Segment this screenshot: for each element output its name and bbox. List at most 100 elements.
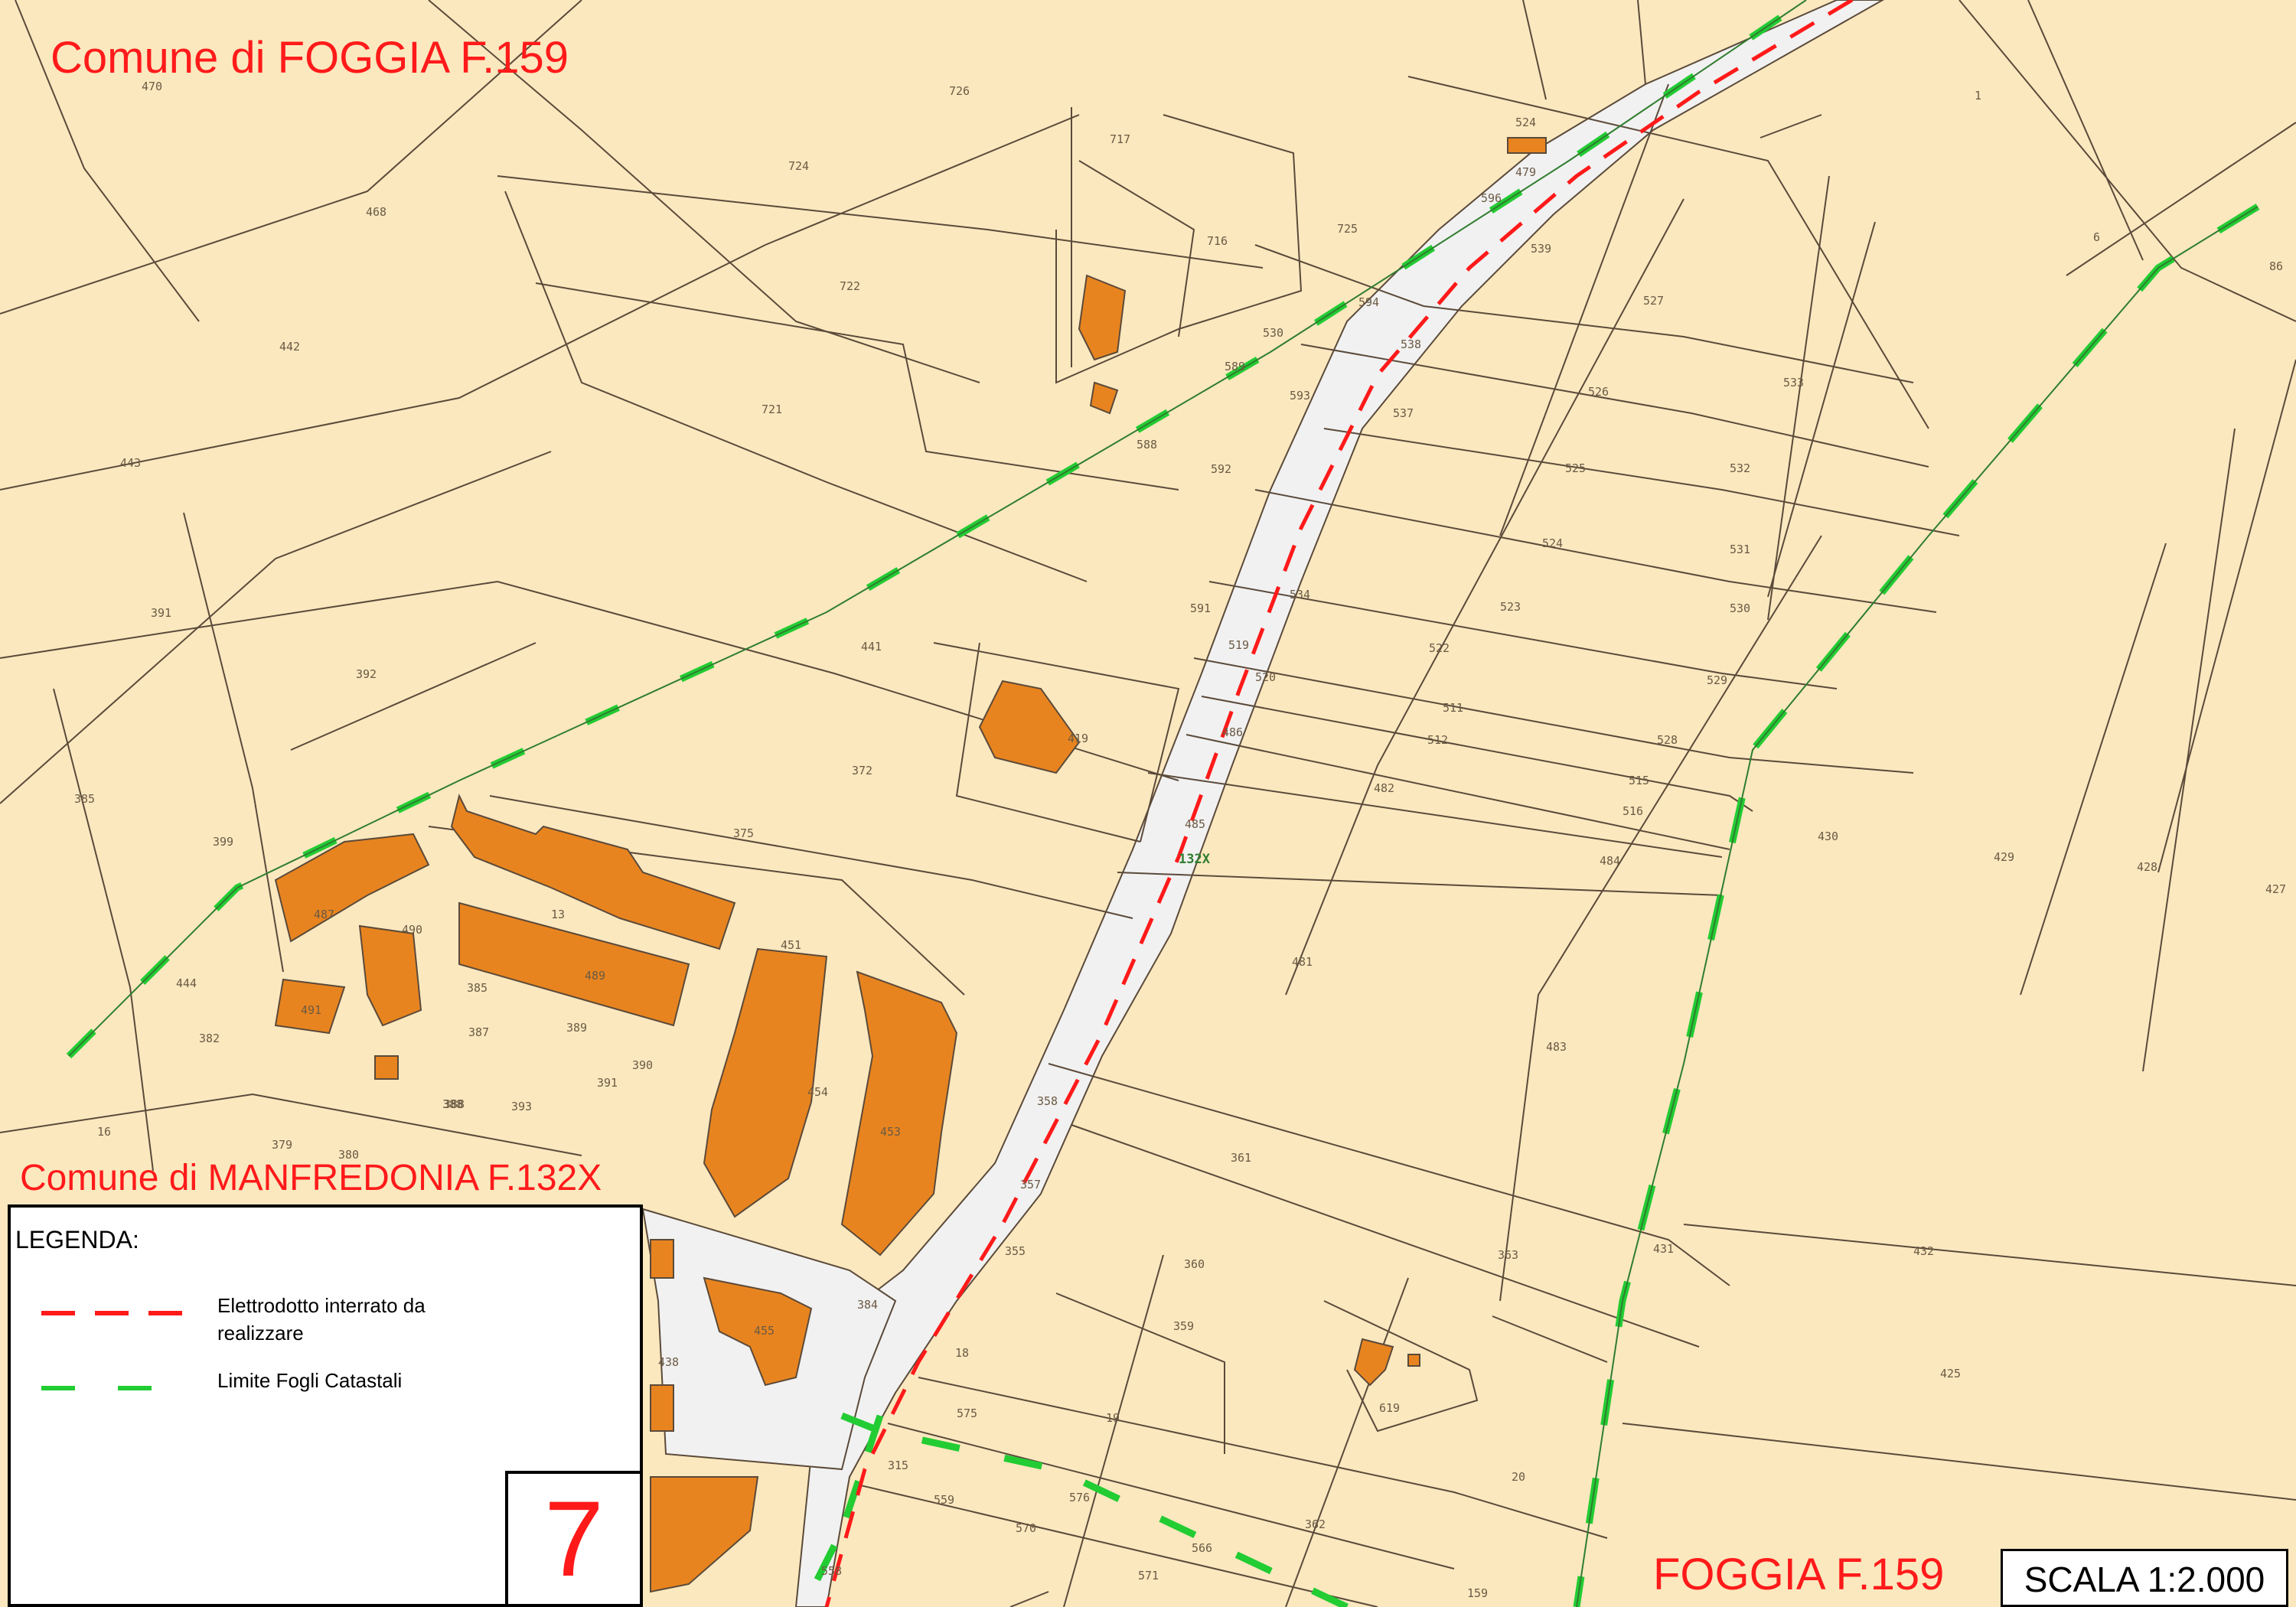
parcel-label: 524	[1515, 116, 1536, 129]
parcel-label: 486	[1222, 725, 1243, 739]
parcel-label: 363	[1498, 1248, 1518, 1262]
parcel-label: 571	[1138, 1569, 1159, 1583]
parcel-label: 619	[1379, 1401, 1400, 1415]
parcel-label: 487	[314, 908, 334, 921]
parcel-label: 453	[880, 1125, 901, 1139]
parcel-label: 13	[551, 908, 565, 921]
parcel-label: 6	[2093, 230, 2100, 244]
parcel-label: 596	[1481, 191, 1502, 205]
parcel-label: 570	[1016, 1521, 1036, 1535]
parcel-label: 372	[852, 764, 872, 777]
parcel-label: 530	[1263, 326, 1283, 340]
cable-route	[824, 0, 1854, 1607]
parcel-label: 385	[467, 981, 488, 995]
parcel-label: 379	[272, 1138, 292, 1152]
parcel-label: 717	[1110, 132, 1130, 146]
parcel-label: 491	[301, 1003, 321, 1017]
parcel-label: 528	[1657, 733, 1678, 747]
parcel-label: 431	[1653, 1242, 1674, 1256]
parcel-label: 382	[199, 1032, 220, 1045]
parcel-label: 18	[955, 1346, 969, 1360]
parcel-label: 375	[733, 826, 754, 840]
parcel-label: 485	[1185, 817, 1205, 831]
parcel-label: 361	[1231, 1151, 1251, 1165]
green-dashed-line-icon	[41, 1386, 194, 1390]
parcel-label: 519	[1228, 638, 1249, 652]
parcel-label: 393	[511, 1100, 532, 1113]
parcel-label: 575	[957, 1407, 977, 1420]
parcel-label: 588	[1137, 438, 1157, 451]
parcel-label: 484	[1600, 854, 1620, 868]
parcel-label: 443	[120, 456, 141, 470]
parcel-label: 399	[213, 835, 233, 849]
parcel-label: 355	[1005, 1244, 1026, 1258]
parcel-label: 481	[1292, 955, 1313, 969]
parcel-label: 391	[151, 606, 171, 620]
parcel-label: 531	[1730, 543, 1750, 556]
parcel-label: 516	[1623, 804, 1643, 818]
sheet-number-box: 7	[505, 1471, 643, 1607]
sheet-title-foggia: FOGGIA F.159	[1653, 1550, 1945, 1599]
scale-label: SCALA 1:2.000	[2024, 1560, 2265, 1599]
parcel-label: 724	[788, 159, 809, 173]
parcel-label: 16	[97, 1125, 111, 1139]
legend-title: LEGENDA:	[15, 1226, 139, 1253]
parcel-label: 591	[1190, 601, 1211, 615]
parcel-label: 391	[597, 1076, 618, 1090]
parcel-label: 539	[1531, 242, 1551, 256]
parcel-label: 384	[857, 1298, 878, 1312]
parcel-label: 441	[861, 640, 882, 654]
parcel-label: 534	[1290, 588, 1310, 601]
parcel-label: 362	[1305, 1517, 1326, 1531]
sheet-limit-line	[66, 0, 2260, 1607]
parcel-label: 538	[1401, 337, 1421, 351]
parcel-label: 479	[1515, 165, 1536, 179]
parcel-label: 468	[366, 205, 386, 219]
municipality-title-foggia: Comune di FOGGIA F.159	[51, 33, 569, 83]
red-dashed-line-icon	[41, 1311, 194, 1315]
parcel-label: 388	[444, 1097, 465, 1111]
parcel-label: 357	[1020, 1178, 1041, 1191]
parcel-label: 525	[1565, 461, 1586, 475]
parcel-label: 438	[658, 1355, 679, 1369]
parcel-label: 529	[1707, 673, 1727, 687]
parcel-label: 532	[1730, 461, 1750, 475]
sheet-number: 7	[544, 1478, 604, 1599]
parcel-label: 428	[2137, 860, 2157, 874]
parcel-label: 86	[2269, 259, 2283, 273]
municipality-title-manfredonia: Comune di MANFREDONIA F.132X	[20, 1158, 602, 1198]
parcel-label: 722	[840, 279, 860, 293]
parcel-label: 721	[762, 403, 782, 416]
parcel-label: 527	[1643, 294, 1664, 308]
parcel-label: 716	[1207, 234, 1228, 248]
parcel-label: 19	[1106, 1411, 1120, 1425]
parcel-label: 389	[566, 1021, 587, 1035]
parcel-label: 512	[1427, 733, 1448, 747]
parcel-label: 442	[279, 340, 300, 354]
parcel-label: 430	[1818, 830, 1838, 843]
parcel-label: 455	[754, 1324, 775, 1338]
legend-label-sheet-limit: Limite Fogli Catastali	[217, 1369, 403, 1392]
parcel-label: 315	[888, 1459, 908, 1472]
parcel-label: 427	[2265, 882, 2286, 896]
parcel-label: 392	[356, 667, 377, 681]
parcel-label: 523	[1500, 600, 1521, 614]
parcel-label: 524	[1542, 536, 1563, 550]
parcel-label: 388	[442, 1097, 463, 1111]
parcel-label: 520	[1255, 670, 1276, 684]
parcel-label: 454	[807, 1085, 828, 1099]
parcel-label: 559	[934, 1493, 954, 1507]
legend-label-cable: Elettrodotto interrato da realizzare	[217, 1294, 426, 1345]
parcel-label: 360	[1184, 1257, 1205, 1271]
parcel-label: 419	[1068, 732, 1088, 745]
parcel-label: 489	[585, 969, 605, 983]
parcel-label: 515	[1629, 774, 1649, 787]
parcel-label: 359	[1173, 1319, 1194, 1333]
parcel-label: 358	[1037, 1094, 1058, 1108]
parcel-label: 530	[1730, 601, 1750, 615]
scale-box: SCALA 1:2.000	[2001, 1549, 2288, 1607]
road	[794, 0, 1885, 1607]
parcel-label: 385	[74, 792, 95, 806]
parcel-label: 589	[1225, 360, 1245, 373]
